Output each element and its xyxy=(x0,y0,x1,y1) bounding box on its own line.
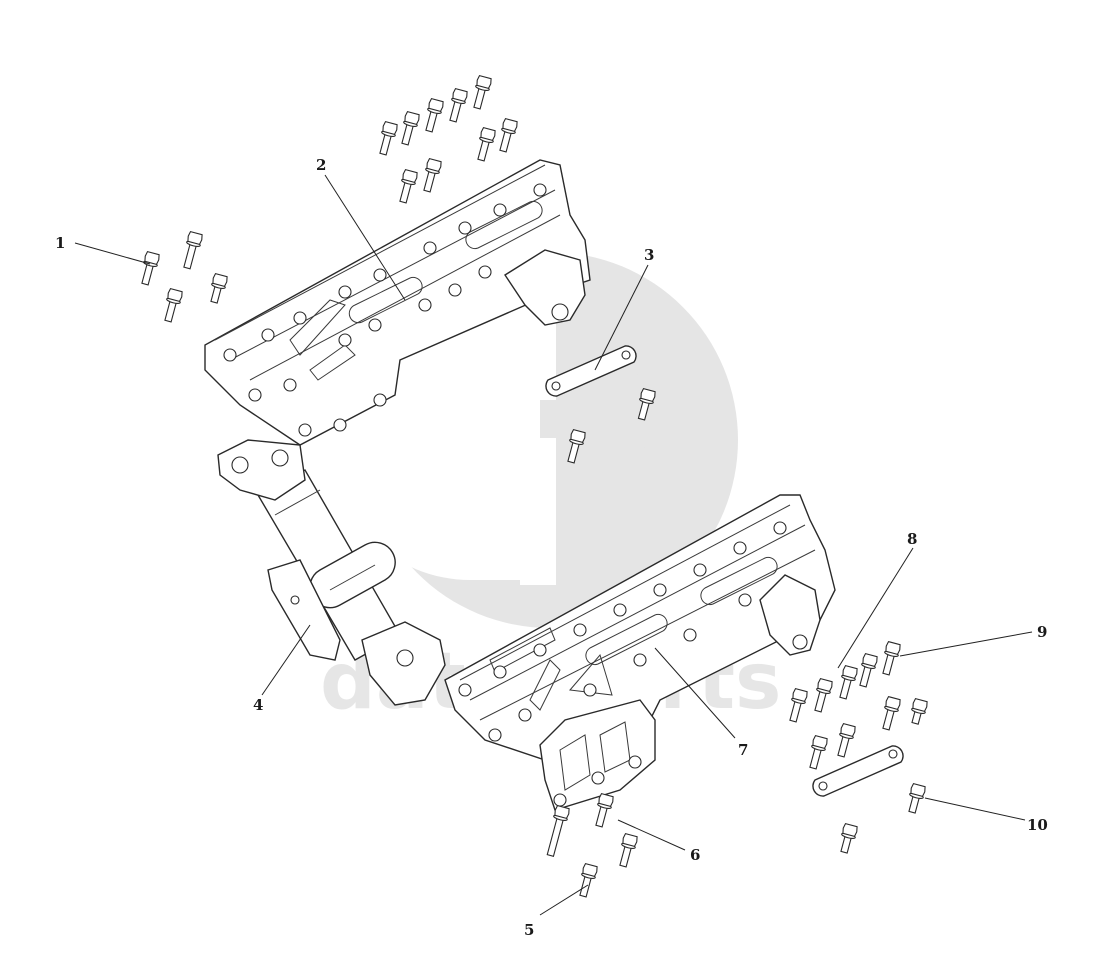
bolts-group xyxy=(141,74,928,898)
bolt-29 xyxy=(908,782,926,814)
bolt-22 xyxy=(839,664,858,700)
bolt-11 xyxy=(164,287,183,323)
bolt-8 xyxy=(477,126,496,162)
leader-3 xyxy=(594,264,649,371)
leader-6 xyxy=(617,819,686,851)
link-plate-upper xyxy=(545,345,637,397)
callout-9: 9 xyxy=(1037,623,1047,641)
callout-labels: 1 2 3 4 5 6 7 8 9 10 xyxy=(55,156,1048,939)
callout-3: 3 xyxy=(644,246,654,264)
leader-9 xyxy=(899,631,1033,657)
bolt-6 xyxy=(399,168,418,204)
upper-rail-holes xyxy=(223,183,547,437)
callout-6: 6 xyxy=(690,846,700,864)
leader-8 xyxy=(837,547,914,669)
bolt-23 xyxy=(859,652,878,688)
bolt-27 xyxy=(882,695,901,731)
callout-5: 5 xyxy=(524,921,534,939)
link-plate-lower xyxy=(812,745,904,797)
leader-4 xyxy=(261,624,311,696)
bolt-13 xyxy=(210,272,228,304)
bolt-9 xyxy=(499,117,518,153)
bolt-5 xyxy=(473,74,492,110)
lower-rail-holes xyxy=(458,521,787,807)
bolt-2 xyxy=(401,110,420,146)
leader-5 xyxy=(539,884,589,916)
bolt-12 xyxy=(183,230,203,270)
bolt-25 xyxy=(809,734,828,770)
bolt-1 xyxy=(379,120,398,156)
bolt-14 xyxy=(567,428,586,464)
upper-frame-rail xyxy=(204,159,591,446)
callout-2: 2 xyxy=(316,156,326,174)
callout-1: 1 xyxy=(55,234,65,252)
lower-frame-rail xyxy=(444,494,836,811)
callout-4: 4 xyxy=(253,696,263,714)
bolt-20 xyxy=(789,687,808,723)
bolt-4 xyxy=(449,87,468,123)
bolt-10 xyxy=(141,250,160,286)
leader-2 xyxy=(324,174,406,301)
bolt-21 xyxy=(814,677,833,713)
leader-10 xyxy=(924,797,1026,821)
bolt-19 xyxy=(619,832,638,868)
leader-1 xyxy=(74,242,151,265)
callout-10: 10 xyxy=(1027,816,1048,834)
bolt-3 xyxy=(425,97,444,133)
bolt-7 xyxy=(423,157,442,193)
callout-8: 8 xyxy=(907,530,917,548)
bolt-24 xyxy=(882,640,901,676)
bolt-15 xyxy=(637,387,656,421)
callout-7: 7 xyxy=(738,741,748,759)
bolt-30 xyxy=(840,822,858,854)
bolt-16 xyxy=(546,804,570,857)
bolt-17 xyxy=(595,792,614,828)
leader-lines xyxy=(74,174,1033,916)
bolt-28 xyxy=(911,697,928,725)
bolt-26 xyxy=(837,722,856,758)
leader-7 xyxy=(654,647,736,739)
cross-tube xyxy=(217,439,446,706)
bolt-18 xyxy=(579,862,598,898)
